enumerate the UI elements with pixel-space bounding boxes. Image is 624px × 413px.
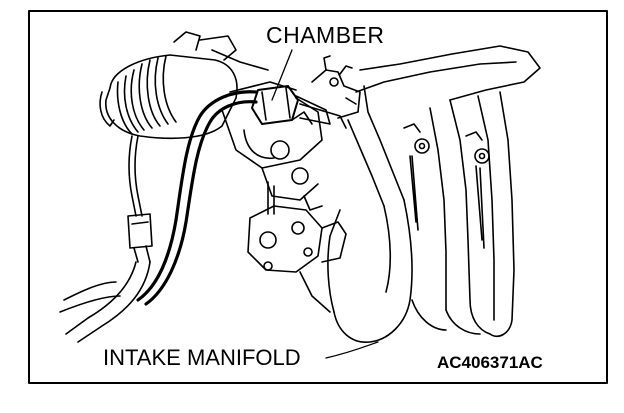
air-intake-hose <box>99 31 297 140</box>
chamber-leader <box>271 49 293 101</box>
intake-manifold-label: INTAKE MANIFOLD <box>103 345 301 370</box>
wire-harness <box>59 135 153 343</box>
chamber-assembly <box>251 55 361 129</box>
leader-lines <box>271 49 379 359</box>
throttle-body <box>221 97 323 215</box>
intake-manifold-leader <box>325 341 379 359</box>
vacuum-hose <box>136 90 258 306</box>
intake-manifold <box>327 45 541 343</box>
chamber-label: CHAMBER <box>266 22 385 48</box>
manifold-flange <box>247 205 347 313</box>
figure-frame <box>28 10 608 384</box>
figure-id-label: AC406371AC <box>437 353 543 372</box>
